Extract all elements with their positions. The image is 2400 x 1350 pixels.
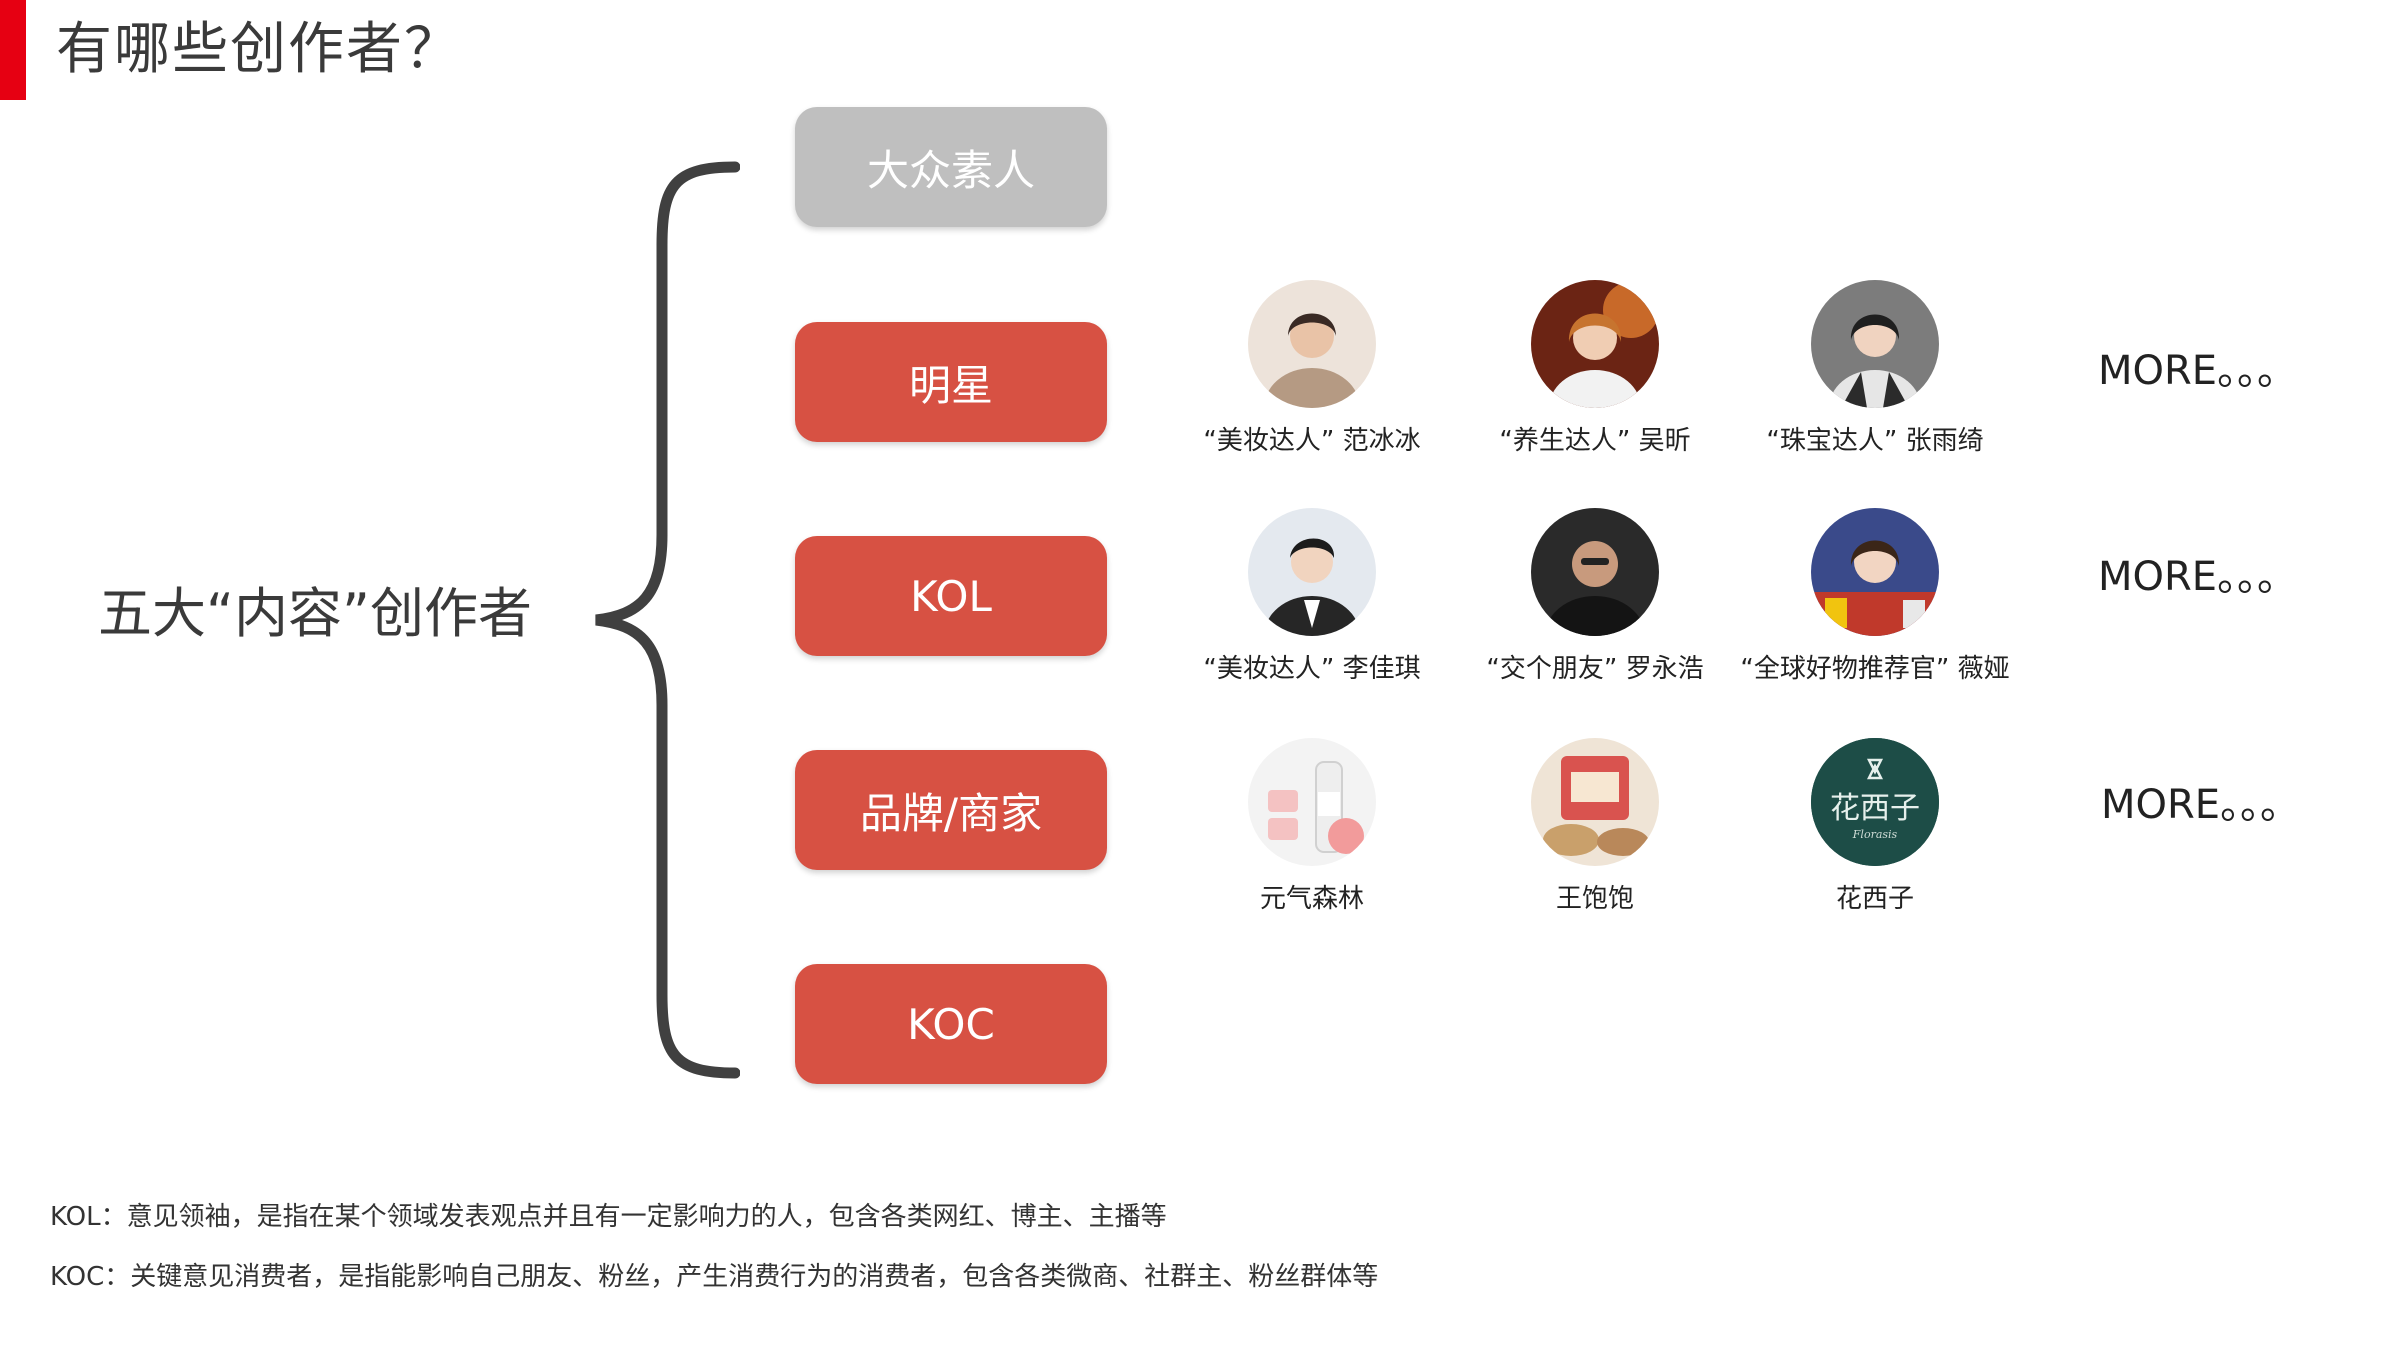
curly-brace-stroke bbox=[595, 161, 740, 1079]
portrait-photo-icon bbox=[1248, 508, 1376, 636]
footnote-kol: KOL：意见领袖，是指在某个领域发表观点并且有一定影响力的人，包含各类网红、博主… bbox=[50, 1202, 1167, 1232]
avatar bbox=[1531, 738, 1659, 866]
product-photo-icon bbox=[1248, 738, 1376, 866]
creator-card: “美妆达人” 李佳琪 bbox=[1162, 508, 1462, 718]
more-label: MORE。。。 bbox=[2098, 554, 2298, 600]
center-label: 五大“内容”创作者 bbox=[98, 582, 532, 645]
creator-card: 花西子 Florasis 花西子 bbox=[1725, 738, 2025, 948]
portrait-photo-icon bbox=[1531, 280, 1659, 408]
category-koc: KOC bbox=[795, 964, 1107, 1084]
creator-caption: “交个朋友” 罗永浩 bbox=[1486, 654, 1704, 684]
avatar bbox=[1531, 280, 1659, 408]
avatar bbox=[1531, 508, 1659, 636]
portrait-photo-icon bbox=[1811, 508, 1939, 636]
title-accent-bar bbox=[0, 0, 26, 100]
portrait-photo-icon bbox=[1248, 280, 1376, 408]
category-label: 品牌/商家 bbox=[859, 788, 1043, 838]
brand-logo-icon: 花西子 Florasis bbox=[1811, 738, 1939, 866]
category-general-public: 大众素人 bbox=[795, 107, 1107, 227]
category-label: 大众素人 bbox=[866, 145, 1035, 195]
creator-caption: “全球好物推荐官” 薇娅 bbox=[1740, 654, 2010, 684]
avatar bbox=[1811, 280, 1939, 408]
category-label: KOC bbox=[907, 999, 995, 1049]
category-label: 明星 bbox=[908, 360, 993, 410]
category-brand-merchant: 品牌/商家 bbox=[795, 750, 1107, 870]
creator-card: 元气森林 bbox=[1162, 738, 1462, 948]
portrait-photo-icon bbox=[1531, 508, 1659, 636]
page-title: 有哪些创作者？ bbox=[56, 17, 462, 82]
creator-caption: 王饱饱 bbox=[1555, 884, 1634, 914]
product-photo-icon bbox=[1531, 738, 1659, 866]
brand-logo-text: 花西子 bbox=[1830, 791, 1920, 826]
creator-caption: “美妆达人” 范冰冰 bbox=[1203, 426, 1421, 456]
footnote-koc: KOC：关键意见消费者，是指能影响自己朋友、粉丝，产生消费行为的消费者，包含各类… bbox=[50, 1262, 1379, 1292]
category-kol: KOL bbox=[795, 536, 1107, 656]
portrait-photo-icon bbox=[1811, 280, 1939, 408]
creator-caption: “养生达人” 吴昕 bbox=[1499, 426, 1691, 456]
avatar bbox=[1248, 738, 1376, 866]
creator-card: 王饱饱 bbox=[1445, 738, 1745, 948]
creator-caption: 元气森林 bbox=[1259, 884, 1364, 914]
creator-caption: “美妆达人” 李佳琪 bbox=[1203, 654, 1421, 684]
curly-brace bbox=[595, 161, 740, 1079]
creator-card: “养生达人” 吴昕 bbox=[1445, 280, 1745, 490]
creator-card: “珠宝达人” 张雨绮 bbox=[1725, 280, 2025, 490]
avatar bbox=[1248, 280, 1376, 408]
creator-caption: “珠宝达人” 张雨绮 bbox=[1766, 426, 1984, 456]
avatar: 花西子 Florasis bbox=[1811, 738, 1939, 866]
avatar bbox=[1248, 508, 1376, 636]
creator-card: “美妆达人” 范冰冰 bbox=[1162, 280, 1462, 490]
avatar bbox=[1811, 508, 1939, 636]
creator-card: “交个朋友” 罗永浩 bbox=[1445, 508, 1745, 718]
creator-caption: 花西子 bbox=[1835, 884, 1914, 914]
more-label: MORE。。。 bbox=[2101, 782, 2301, 828]
more-label: MORE。。。 bbox=[2098, 348, 2298, 394]
category-label: KOL bbox=[910, 571, 992, 621]
brand-logo-subtext: Florasis bbox=[1852, 828, 1898, 841]
category-celebrity: 明星 bbox=[795, 322, 1107, 442]
creator-card: “全球好物推荐官” 薇娅 bbox=[1725, 508, 2025, 718]
